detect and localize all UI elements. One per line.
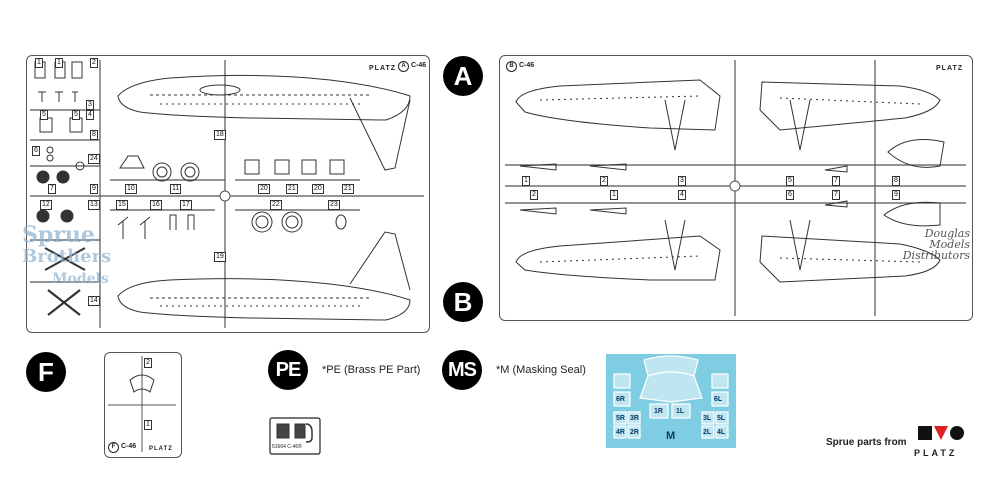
sprue-f-part-2: 2	[144, 358, 152, 368]
circled-b-icon: B	[506, 61, 517, 72]
footer-brand: PLATZ	[914, 448, 958, 458]
nacelles-top	[664, 99, 811, 151]
badge-pe: PE	[268, 350, 308, 390]
badge-a: A	[443, 56, 483, 96]
wing-b-bottom-left	[515, 235, 721, 281]
sprue-a-mid-parts	[117, 155, 347, 239]
sprue-f-part-1: 1	[144, 420, 152, 430]
nacelles-bottom	[664, 219, 811, 271]
wing-b-top-left	[515, 79, 721, 131]
ms-caption: *M (Masking Seal)	[496, 364, 586, 376]
sprue-a-tag: A C-46	[398, 61, 426, 72]
sprue-a-small-parts	[34, 61, 86, 316]
watermark-right: Douglas Models Distributors	[902, 227, 970, 262]
fin-bottom	[349, 231, 411, 291]
platz-logo	[918, 426, 964, 440]
sprue-b-tag: B C-46	[506, 61, 534, 72]
sprue-f-parts	[108, 356, 176, 452]
badge-b: B	[443, 282, 483, 322]
mask-shapes	[613, 355, 729, 439]
fin-top	[349, 97, 411, 171]
circled-f-icon: F	[108, 442, 119, 453]
sprue-f-brand: PLATZ	[149, 446, 173, 452]
sprue-b-brand: PLATZ	[936, 65, 964, 72]
wing-b-top-right	[759, 81, 941, 131]
pe-fret	[269, 417, 321, 455]
watermark-left: Sprue Brothers Models	[22, 222, 112, 287]
badge-ms: MS	[442, 350, 482, 390]
circled-a-icon: A	[398, 61, 409, 72]
sprue-a-brand: PLATZ	[369, 65, 397, 72]
masking-seal-sheet: 1R 1L 3R 3L 5R 5L 2R 2L 4R 4L 6R 6L M	[606, 354, 736, 448]
footer-caption: Sprue parts from	[826, 437, 907, 448]
wing-b-bottom-right	[759, 235, 941, 283]
fuselage-half-bottom	[117, 278, 411, 321]
badge-f: F	[26, 352, 66, 392]
sprue-b-small-parts	[519, 139, 945, 227]
sprue-f-tag: F C-46	[108, 442, 136, 453]
fuselage-half-top	[117, 74, 411, 121]
pe-fret-text: 51664 C-46®	[272, 444, 302, 450]
pe-caption: *PE (Brass PE Part)	[322, 364, 421, 376]
